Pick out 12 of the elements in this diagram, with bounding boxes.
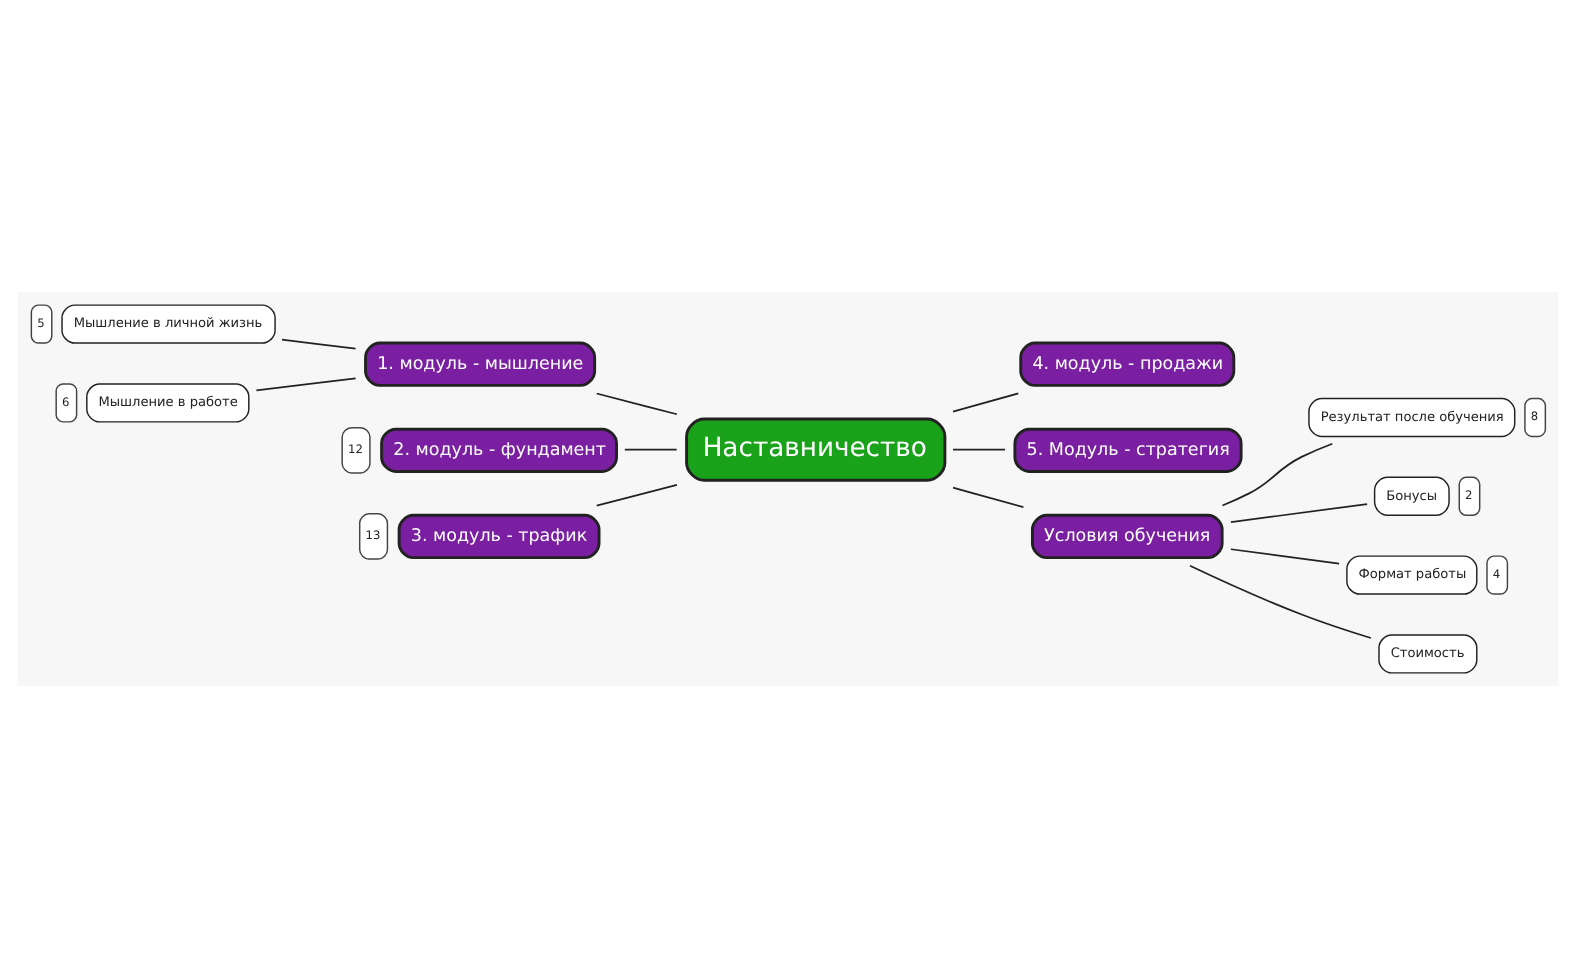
- connector: [952, 485, 1025, 508]
- connector: [623, 447, 678, 450]
- connector: [952, 447, 1006, 450]
- connector: [1230, 502, 1368, 522]
- connector: [952, 391, 1020, 412]
- connector: [1230, 547, 1340, 564]
- connector: [595, 391, 678, 415]
- connector: [1189, 563, 1372, 638]
- connector: [255, 376, 357, 391]
- connector: [281, 337, 357, 349]
- connector: [595, 483, 678, 506]
- connector: [1221, 441, 1334, 506]
